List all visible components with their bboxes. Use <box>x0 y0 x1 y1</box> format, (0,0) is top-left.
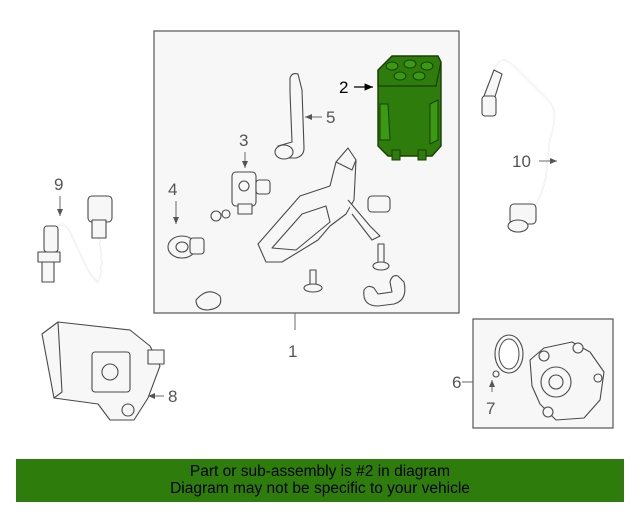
solenoid-part <box>167 235 205 259</box>
hose-part <box>363 275 406 307</box>
parts-diagram: 1 2 5 3 4 <box>37 30 614 429</box>
grommet-part <box>195 291 222 311</box>
label-10: 10 <box>512 152 531 171</box>
vacuum-pump-part <box>529 341 605 421</box>
info-banner: Part or sub-assembly is #2 in diagram Di… <box>16 459 624 502</box>
label-1: 1 <box>288 342 297 361</box>
bracket-part <box>274 72 305 160</box>
label-6: 6 <box>452 373 461 392</box>
bolt-part <box>303 269 323 293</box>
banner-line-1: Part or sub-assembly is #2 in diagram <box>189 463 451 480</box>
oxygen-sensor-10 <box>481 59 556 233</box>
label-8: 8 <box>168 387 177 406</box>
gasket-part-7 <box>492 334 524 378</box>
label-9: 9 <box>54 175 63 194</box>
label-4: 4 <box>168 180 177 199</box>
canister-part[interactable] <box>377 55 442 161</box>
bolt-part <box>372 243 390 271</box>
oxygen-sensor-9 <box>37 195 113 284</box>
sensor-module-8 <box>41 321 165 421</box>
label-5: 5 <box>326 108 335 127</box>
valve-part <box>210 171 271 222</box>
label-2: 2 <box>339 78 348 97</box>
banner-line-2: Diagram may not be specific to your vehi… <box>170 480 470 497</box>
mount-bracket <box>257 147 391 263</box>
label-3: 3 <box>239 131 248 150</box>
label-7: 7 <box>486 399 495 418</box>
